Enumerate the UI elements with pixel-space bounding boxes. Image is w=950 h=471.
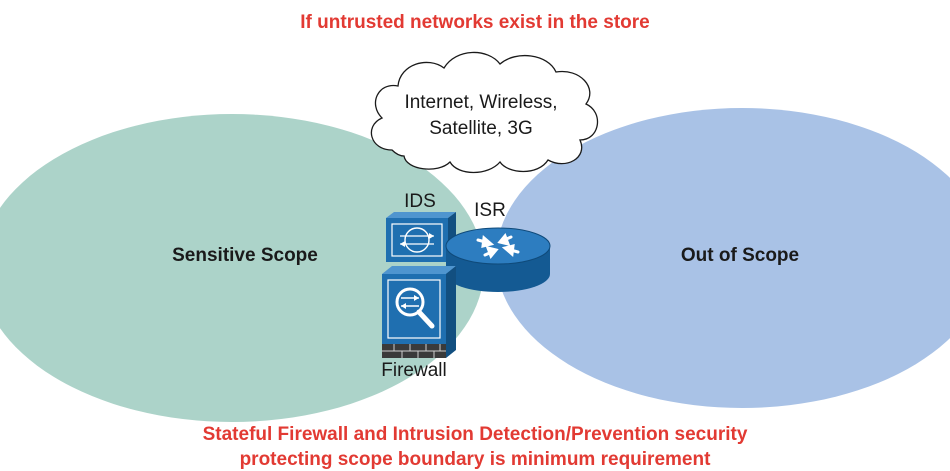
- firewall-label: Firewall: [381, 360, 446, 381]
- footer-line1: Stateful Firewall and Intrusion Detectio…: [203, 424, 748, 445]
- sensitive-scope-label: Sensitive Scope: [172, 245, 318, 266]
- out-of-scope-label: Out of Scope: [681, 245, 799, 266]
- ids-label: IDS: [404, 191, 436, 212]
- cloud-label-line1: Internet, Wireless,: [404, 92, 557, 113]
- router-icon: [445, 227, 551, 292]
- ids-icon: [386, 212, 456, 262]
- cloud-icon: [370, 51, 599, 174]
- out-of-scope-ellipse: [496, 108, 950, 408]
- footer-line2: protecting scope boundary is minimum req…: [240, 449, 712, 470]
- isr-label: ISR: [474, 200, 506, 221]
- sensitive-scope-ellipse: [0, 114, 484, 422]
- cloud-label-line2: Satellite, 3G: [429, 118, 533, 139]
- header-title: If untrusted networks exist in the store: [300, 12, 649, 33]
- firewall-icon: [382, 266, 456, 358]
